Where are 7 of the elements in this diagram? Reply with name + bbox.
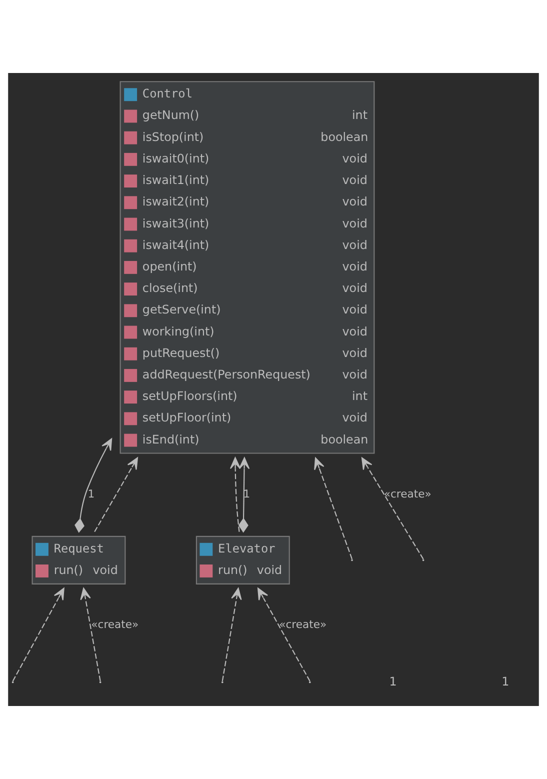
edge-label: 1 [243,488,250,501]
edge-label: «create» [91,618,139,632]
label: 1 [389,674,397,688]
edge-label: «create» [279,618,327,632]
edge-label: «create» [384,488,432,501]
label: 1 [502,674,510,688]
edge-label: 1 [88,488,95,501]
